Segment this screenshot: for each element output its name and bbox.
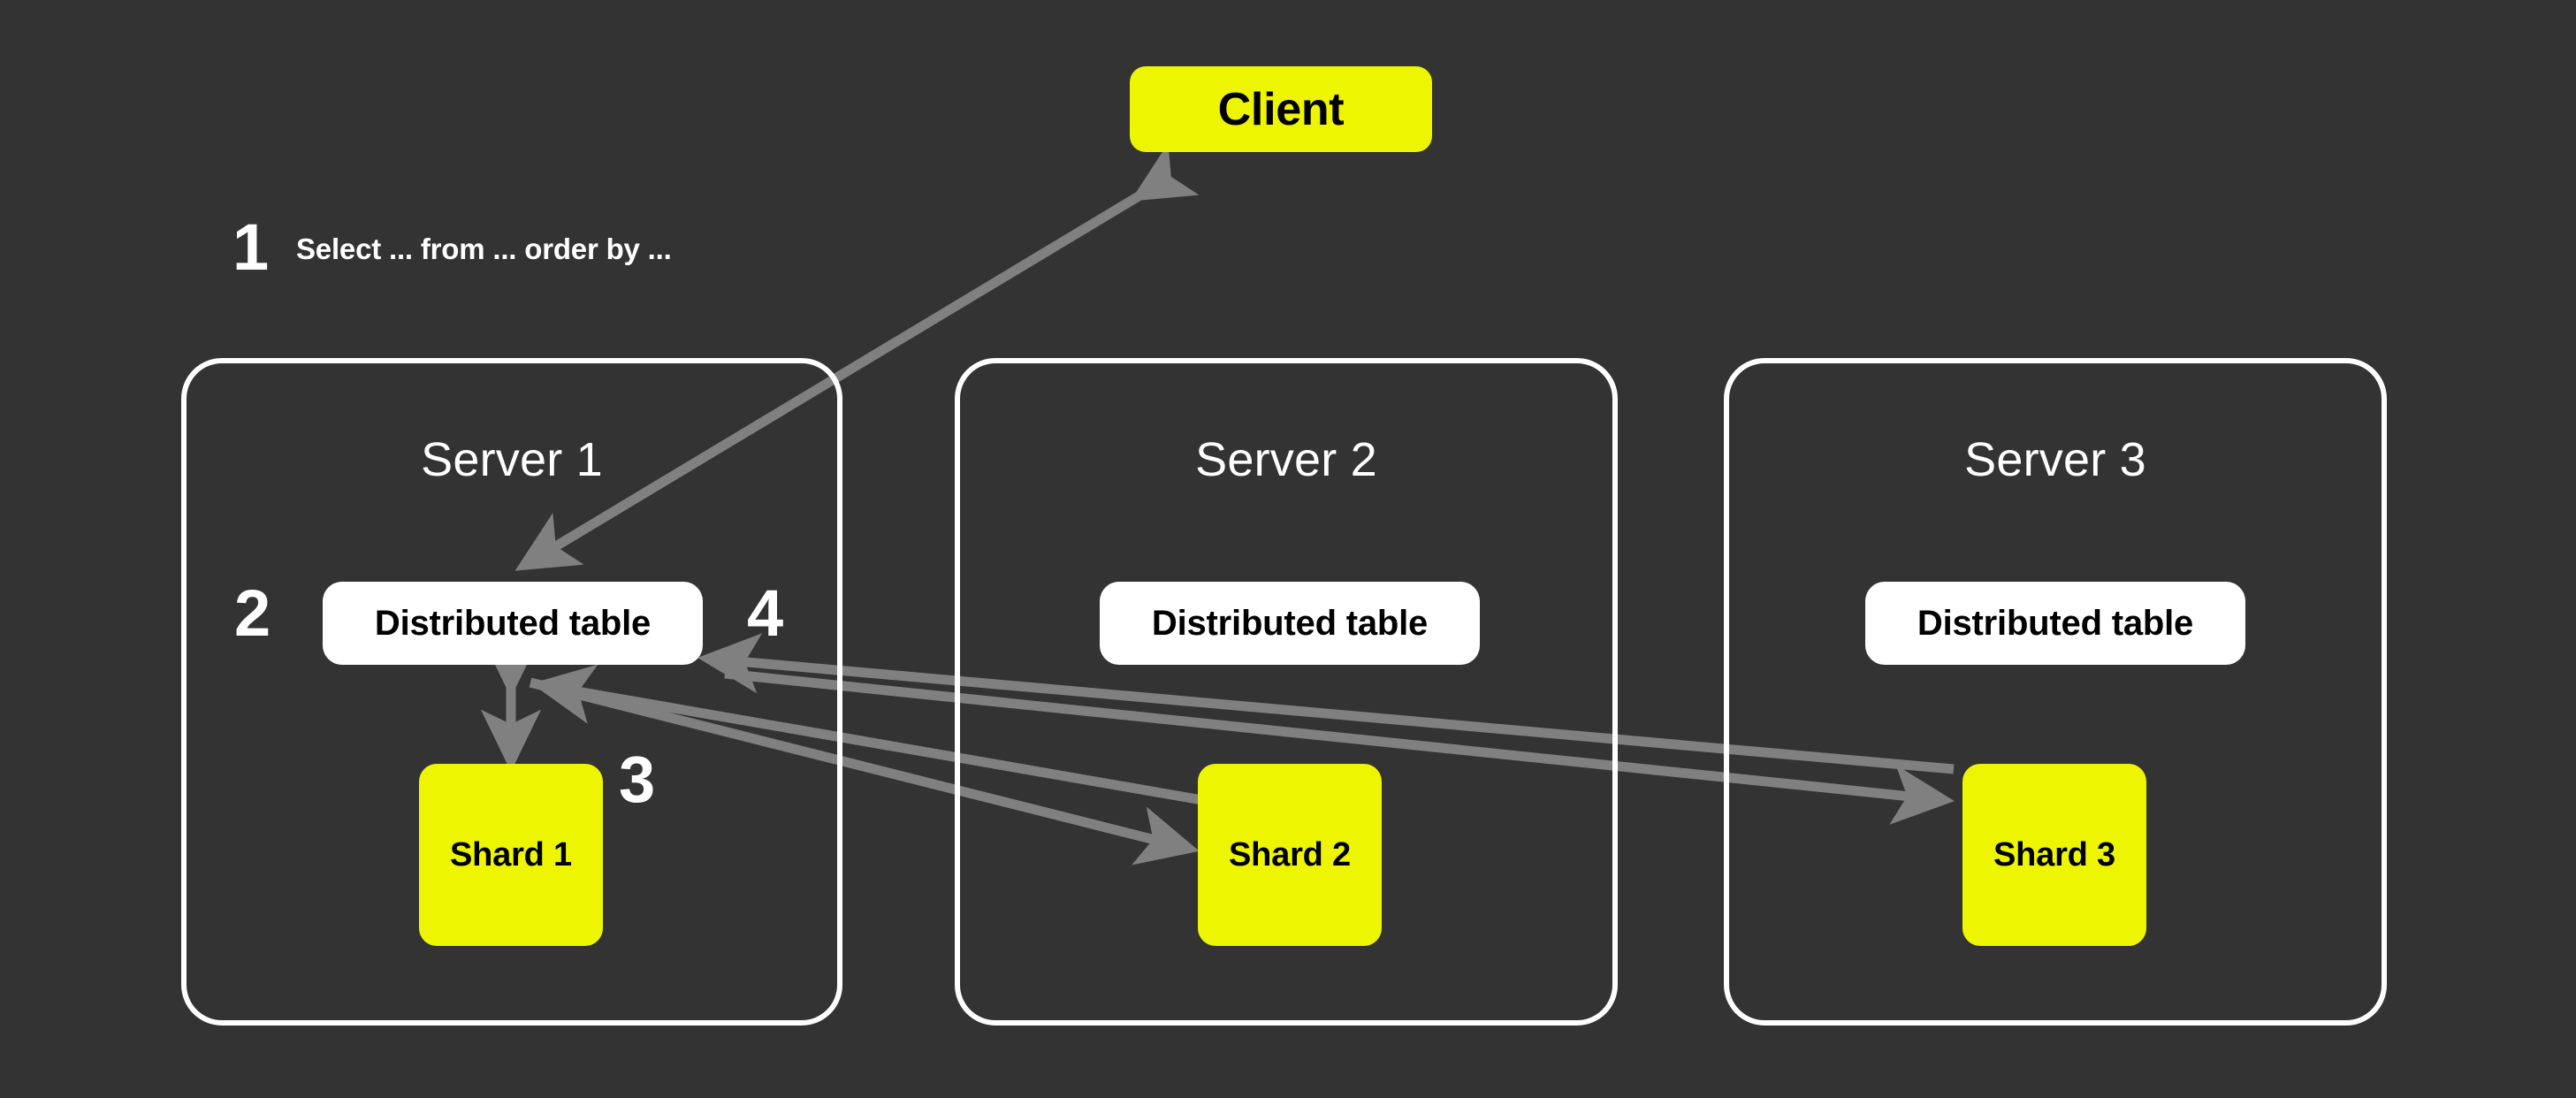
step-number-3: 3 (619, 743, 656, 816)
shard-3-label: Shard 3 (1993, 835, 2115, 873)
query-text: Select ... from ... order by ... (296, 233, 672, 265)
distributed-table-server-2[interactable]: Distributed table (1100, 582, 1480, 665)
shard-1-label: Shard 1 (450, 835, 572, 873)
distributed-table-label-2: Distributed table (1151, 603, 1429, 643)
step-number-4: 4 (747, 576, 784, 650)
shard-1-box[interactable]: Shard 1 (419, 764, 603, 946)
shard-2-label: Shard 2 (1229, 835, 1351, 873)
step-number-2: 2 (234, 576, 271, 650)
shard-2-box[interactable]: Shard 2 (1198, 764, 1382, 946)
step-number-1: 1 (232, 210, 270, 284)
distributed-table-server-1[interactable]: Distributed table (323, 582, 703, 665)
distributed-table-label-3: Distributed table (1917, 603, 2194, 643)
server-title-1: Server 1 (421, 433, 603, 486)
server-title-2: Server 2 (1195, 433, 1377, 486)
client-label: Client (1217, 83, 1345, 135)
distributed-table-label-1: Distributed table (374, 603, 652, 643)
distributed-table-server-3[interactable]: Distributed table (1865, 582, 2245, 665)
shard-3-box[interactable]: Shard 3 (1962, 764, 2146, 946)
server-title-3: Server 3 (1964, 433, 2146, 486)
client-box[interactable]: Client (1130, 66, 1432, 152)
